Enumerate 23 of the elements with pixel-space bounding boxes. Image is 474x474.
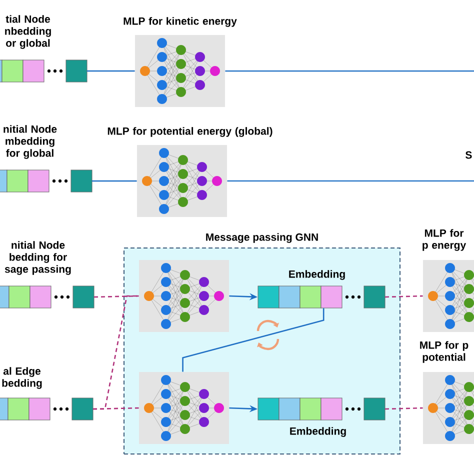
connector — [384, 295, 423, 298]
group-title: Message passing GNN — [206, 233, 318, 243]
neural-network-drawing — [139, 260, 229, 332]
connector — [225, 70, 474, 72]
connector — [87, 70, 135, 72]
connector — [182, 308, 324, 372]
node-label: Embedding — [289, 270, 345, 280]
node-label: al Edge bedding — [2, 367, 42, 389]
connector — [227, 180, 474, 182]
node-label: nitial Node bedding for sage passing — [4, 241, 71, 275]
cut-off-label: S — [466, 151, 472, 159]
node-title: MLP for p energy — [422, 229, 466, 251]
node-title: MLP for p potential — [420, 341, 468, 363]
node-label: nitial Node mbedding for global — [4, 125, 57, 159]
connector — [92, 180, 137, 182]
connector — [92, 407, 139, 410]
neural-network-drawing — [139, 372, 229, 444]
node-label: tial Node nbedding or global — [5, 15, 51, 49]
node-label: Embedding — [290, 427, 346, 437]
connector — [94, 295, 139, 298]
node-title: MLP for potential energy (global) — [108, 127, 272, 137]
node-title: MLP for kinetic energy — [124, 17, 237, 27]
connector — [384, 407, 423, 410]
